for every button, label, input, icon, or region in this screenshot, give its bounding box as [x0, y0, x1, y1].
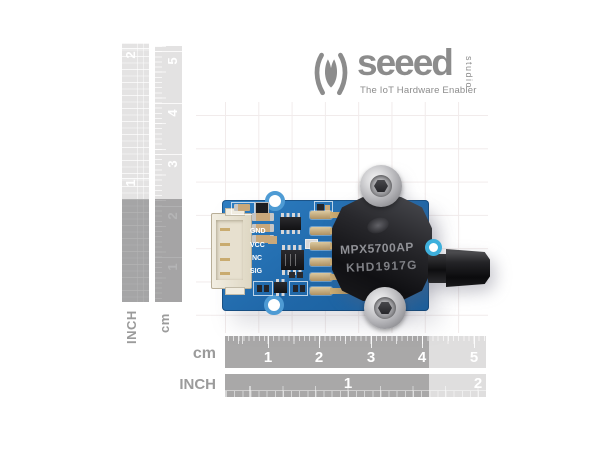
pin-label-gnd: GND [250, 228, 266, 235]
smd-resistor [252, 213, 274, 221]
object-span-shading [122, 199, 149, 302]
sensor-nozzle [446, 249, 490, 287]
solder-pad [264, 285, 269, 292]
smd-resistor [252, 224, 274, 232]
cm-mark [155, 206, 182, 207]
inch-number: 2 [122, 51, 138, 59]
mounting-hole-top [265, 191, 285, 211]
object-span-shading [155, 199, 182, 302]
transistor-pins [276, 279, 285, 282]
solder-pad [293, 285, 298, 292]
soic8-pins [282, 245, 303, 250]
cm-number: 4 [417, 349, 427, 366]
bottom-cm-ruler-label: cm [192, 345, 216, 362]
inch-number: 1 [343, 375, 353, 392]
sensor-port-base [428, 254, 448, 283]
connector-latch-bottom [225, 287, 245, 295]
connector-pin [220, 272, 230, 275]
hex-socket-icon [378, 302, 392, 314]
bottom-cm-ruler: 1 2 3 4 5 [225, 336, 486, 368]
bottom-inch-ruler: 1 2 [225, 374, 486, 397]
pin-label-nc: NC [252, 255, 263, 262]
smd-resistor [234, 204, 250, 211]
cm-mark [155, 51, 182, 52]
smd-component [289, 272, 295, 278]
cm-mark [422, 336, 423, 348]
solder-pad [300, 285, 305, 292]
vertical-inch-ruler: 2 1 [122, 43, 149, 302]
cm-number: 1 [263, 349, 273, 366]
mounting-screw-bottom [364, 287, 406, 329]
solder-pad [310, 242, 332, 250]
vertical-cm-ruler: 5 4 3 2 1 [155, 46, 182, 302]
cm-ruler-5mm-ticks [155, 46, 166, 302]
transistor-pins [276, 293, 285, 296]
inch-ruler-ticks [122, 43, 149, 302]
ic-sot-package [280, 217, 301, 230]
brand-tagline: The IoT Hardware Enabler [360, 85, 477, 96]
cm-mark [155, 257, 182, 258]
connector-pin [220, 258, 230, 261]
cm-number: 2 [314, 349, 324, 366]
brand-wordmark: seeed [357, 42, 454, 83]
seeed-sprout-icon [314, 52, 348, 96]
inch-mark-1 [122, 178, 149, 179]
component-body [325, 205, 330, 211]
cm-ruler-5mm-ticks [225, 336, 486, 344]
brand-studio-text: studio [464, 56, 474, 90]
solder-pad [257, 285, 262, 292]
mounting-screw-top [360, 165, 402, 207]
smd-capacitor [268, 236, 277, 244]
cm-number: 3 [366, 349, 376, 366]
mounting-half-hole-right [425, 239, 442, 256]
inch-number: 2 [473, 375, 483, 392]
component-body [317, 204, 324, 211]
mounting-hole-bottom [264, 295, 284, 315]
vertical-inch-ruler-label: INCH [124, 310, 139, 344]
grove-connector [211, 208, 252, 295]
inch-ruler-divider [225, 390, 486, 391]
solder-pad [310, 273, 332, 281]
bottom-inch-ruler-label: INCH [179, 376, 216, 393]
smd-component [297, 272, 303, 278]
inch-ruler-quarter-ticks [225, 386, 486, 397]
smd-resistor [252, 235, 274, 243]
chip-marking [285, 254, 299, 266]
cm-number: 3 [164, 160, 180, 168]
solder-pad [310, 287, 332, 295]
sensor-body [332, 197, 432, 301]
cm-mark [155, 154, 182, 155]
smd-transistor [274, 282, 287, 293]
cm-mark [268, 336, 269, 348]
solder-pad [310, 257, 332, 266]
pin-label-vcc: VCC [250, 242, 265, 249]
ic-pins [281, 230, 300, 234]
connector-pin [220, 243, 230, 246]
connector-pin [220, 228, 230, 231]
cm-mark [155, 103, 182, 104]
soic8-opamp [281, 250, 304, 270]
cm-mark [371, 336, 372, 348]
cm-number: 5 [164, 57, 180, 65]
smd-footprint [253, 281, 273, 296]
cm-number: 5 [469, 349, 479, 366]
cm-mark [319, 336, 320, 348]
cm-mark [474, 336, 475, 348]
cm-number: 4 [164, 109, 180, 117]
smd-footprint [289, 281, 308, 296]
pin-label-sig: SIG [250, 268, 263, 275]
inch-mark-2 [122, 48, 149, 49]
solder-pad [310, 211, 332, 219]
ic-pins [281, 213, 300, 217]
seeed-logo: seeed studio The IoT Hardware Enabler [308, 42, 493, 104]
resistor-with-outline [231, 202, 255, 215]
vertical-cm-ruler-label: cm [157, 313, 172, 333]
inch-number: 1 [122, 179, 138, 187]
solder-pad [310, 226, 332, 235]
hex-socket-icon [374, 180, 388, 192]
